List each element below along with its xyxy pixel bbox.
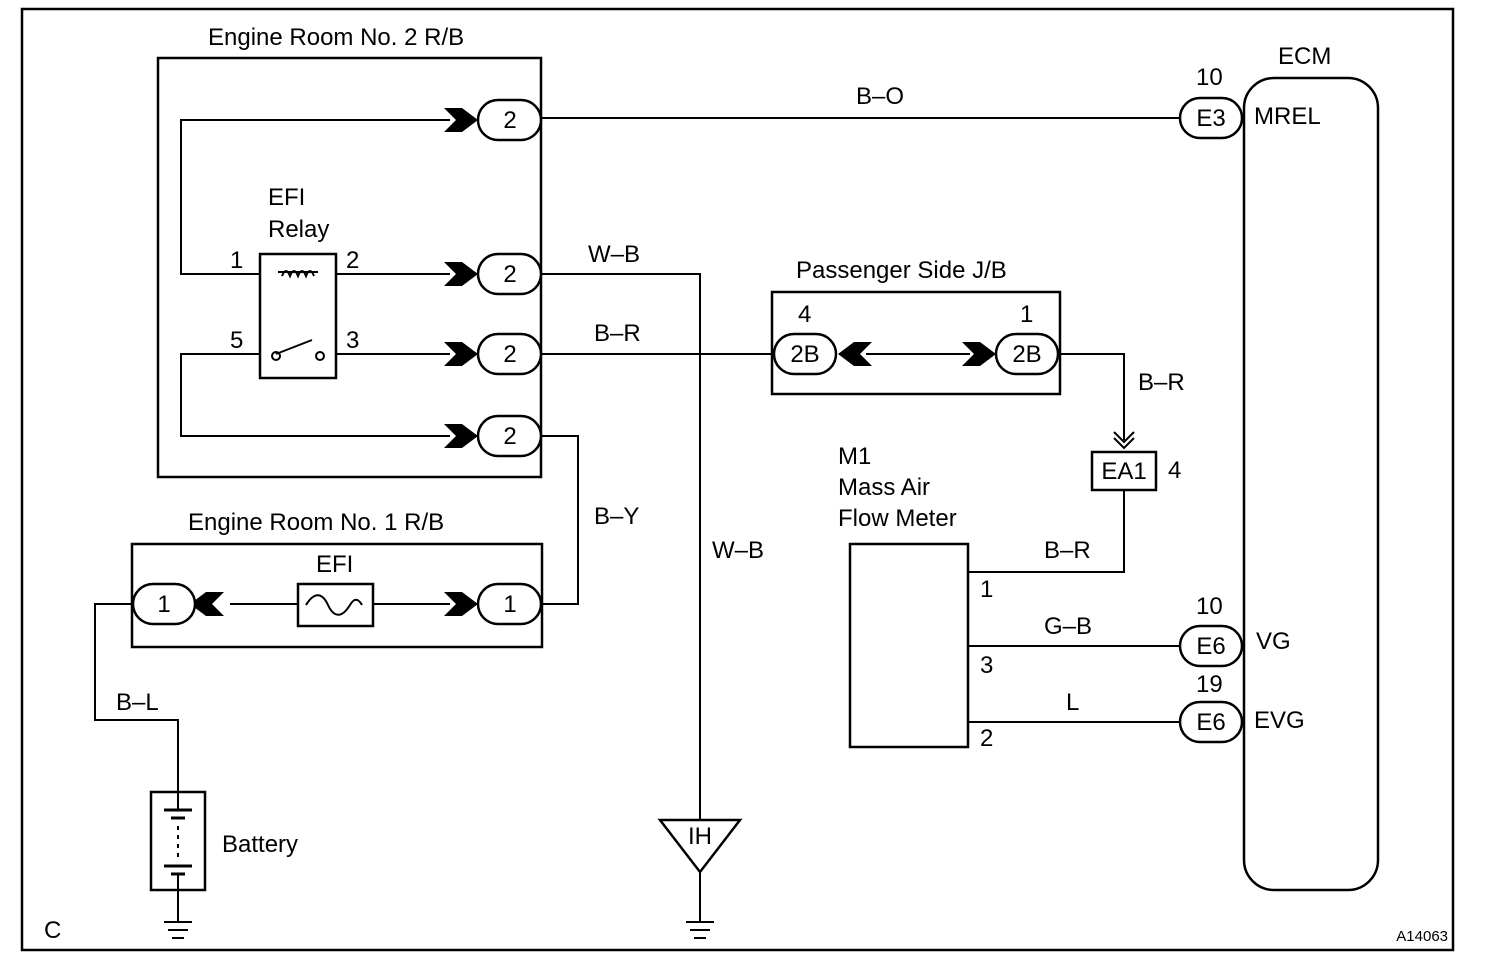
connector-2-label: 2 [503, 341, 516, 368]
ea1-label: EA1 [1101, 458, 1146, 485]
wire-internal-top [180, 119, 450, 275]
relay-pin-1: 1 [230, 247, 243, 274]
connector-2-label: 2 [503, 261, 516, 288]
relay-coil-icon [278, 270, 318, 279]
relay-pin-5: 5 [230, 327, 243, 354]
ground-triangle-icon [657, 818, 743, 875]
connector-arrow [444, 592, 478, 616]
junction-arrow-icon [1113, 431, 1135, 444]
ground-icon [164, 890, 192, 939]
ecm-title: ECM [1278, 43, 1331, 70]
passenger-jb-box [770, 290, 1062, 396]
battery-icon [164, 792, 192, 890]
wire-label-w-b-top: W–B [588, 241, 640, 268]
ecm-box [1242, 76, 1380, 892]
maf-pin-2: 2 [980, 725, 993, 752]
ecm: ECM 10 E3 MREL 10 E6 VG 19 E6 EVG [1178, 43, 1380, 892]
connector-arrow [444, 342, 478, 366]
connector-2-label: 2 [503, 423, 516, 450]
relay-label-relay: Relay [268, 216, 329, 243]
ecm-pin-vg: 10 [1196, 593, 1223, 620]
engine-room-2-rb: Engine Room No. 2 R/B EFI Relay 1 2 5 3 [156, 24, 543, 479]
engine-room-1-rb: Engine Room No. 1 R/B EFI 1 1 [130, 509, 544, 649]
passenger-jb-pin-left: 4 [798, 301, 811, 328]
ecm-connector-e6-label: E6 [1196, 633, 1225, 660]
wire-label-l: L [1066, 689, 1079, 716]
relay-pin-2: 2 [346, 247, 359, 274]
connector-1-label: 1 [503, 591, 516, 618]
wire-w-b [541, 273, 701, 820]
maf-pin-3: 3 [980, 652, 993, 679]
wire-b-r-maf [968, 490, 1125, 573]
connector-arrow [838, 342, 872, 366]
ecm-pin-mrel: 10 [1196, 64, 1223, 91]
ecm-pin-evg: 19 [1196, 671, 1223, 698]
connector-arrow [444, 108, 478, 132]
wire-label-g-b: G–B [1044, 613, 1092, 640]
wire-label-b-r-maf: B–R [1044, 537, 1091, 564]
connector-2-label: 2 [503, 107, 516, 134]
ecm-connector-e3-label: E3 [1196, 105, 1225, 132]
connector-1-label: 1 [157, 591, 170, 618]
corner-label: C [44, 917, 61, 944]
maf-code: M1 [838, 443, 871, 470]
efi-relay-box [258, 252, 338, 380]
ecm-connector-e6 [1178, 624, 1244, 668]
relay-pin-3: 3 [346, 327, 359, 354]
wire-label-b-l: B–L [116, 689, 159, 716]
maf-box [848, 542, 970, 749]
wire-b-r-to-ea1 [1058, 353, 1125, 440]
fuse-icon [305, 594, 363, 616]
engine-room-1-title: Engine Room No. 1 R/B [188, 509, 444, 536]
battery-label: Battery [222, 831, 298, 858]
connector-arrow [444, 424, 478, 448]
ih-ground: IH [657, 818, 743, 939]
ecm-terminal-mrel: MREL [1254, 103, 1321, 130]
wire-b-l [94, 603, 179, 792]
maf-line2: Flow Meter [838, 505, 957, 532]
relay-switch-icon [271, 339, 325, 361]
connector-arrow [444, 262, 478, 286]
maf-line1: Mass Air [838, 474, 930, 501]
ecm-connector-e3 [1178, 96, 1244, 140]
wire-label-b-r-right: B–R [1138, 369, 1185, 396]
engine-room-2-title: Engine Room No. 2 R/B [208, 24, 464, 51]
connector-2b [772, 332, 838, 376]
wire-b-y [541, 435, 579, 605]
passenger-jb-title: Passenger Side J/B [796, 257, 1007, 284]
connector-2b-label: 2B [1012, 341, 1041, 368]
wire-relay-pin5 [180, 353, 450, 437]
connector-2 [476, 98, 543, 142]
passenger-jb-pin-right: 1 [1020, 301, 1033, 328]
junction-arrow-icon [1113, 437, 1135, 450]
relay-label-efi: EFI [268, 184, 305, 211]
diagram-frame [20, 7, 1455, 952]
passenger-side-jb: Passenger Side J/B 4 1 2B 2B [770, 257, 1062, 396]
figure-code: A14063 [1396, 928, 1448, 945]
connector-arrow [962, 342, 996, 366]
engine-room-1-box [130, 542, 544, 649]
ea1-pin: 4 [1168, 457, 1181, 484]
ecm-terminal-vg: VG [1256, 628, 1291, 655]
connector-2b-label: 2B [790, 341, 819, 368]
wire-label-b-r: B–R [594, 320, 641, 347]
mass-air-flow-meter: M1 Mass Air Flow Meter 1 3 2 [838, 443, 993, 752]
ecm-terminal-evg: EVG [1254, 707, 1305, 734]
wire-label-b-o: B–O [856, 83, 904, 110]
wire-label-w-b-vertical: W–B [712, 537, 764, 564]
ground-label: IH [688, 823, 712, 850]
connector-arrow [190, 592, 224, 616]
wire-label-b-y: B–Y [594, 503, 639, 530]
ecm-connector-e6-label: E6 [1196, 709, 1225, 736]
battery: Battery [149, 790, 298, 892]
ecm-connector-e6 [1178, 700, 1244, 744]
maf-pin-1: 1 [980, 576, 993, 603]
fuse-label: EFI [316, 551, 353, 578]
